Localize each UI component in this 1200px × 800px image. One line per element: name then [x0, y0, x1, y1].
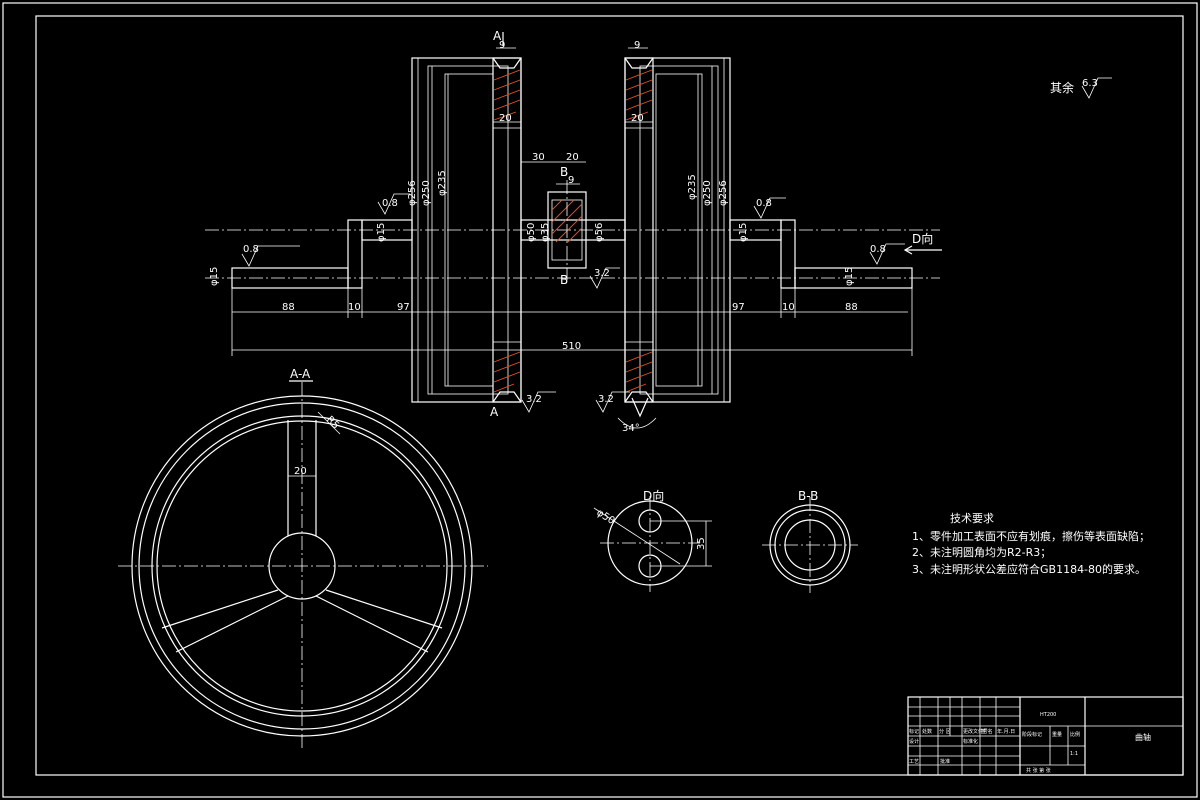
- dim-9-right: 9: [634, 40, 640, 51]
- dim-phi250-left: φ250: [421, 180, 432, 206]
- tb-design: 设计: [909, 738, 919, 745]
- tb-process: 工艺: [909, 759, 919, 765]
- tb-sheets: 共 张 第 张: [1026, 767, 1051, 774]
- dim-9-left: 9: [499, 40, 505, 51]
- tb-zone: 分 区: [939, 728, 951, 735]
- view-b-b-title: B-B: [798, 489, 818, 503]
- d-direction-view: D向 35 φ50: [593, 488, 712, 592]
- roughness-3-2-pin: 3.2: [594, 268, 610, 279]
- dim-88-left: 88: [282, 302, 295, 313]
- dim-phi250-right: φ250: [702, 180, 713, 206]
- tb-date: 年.月.日: [997, 728, 1015, 735]
- dim-phi256-left: φ256: [407, 180, 418, 206]
- tb-scale-value: 1:1: [1070, 751, 1078, 757]
- dim-10-right: 10: [782, 302, 795, 313]
- dim-angle: 34°: [622, 423, 640, 434]
- dim-97-right: 97: [732, 302, 745, 313]
- dim-35: 35: [696, 537, 707, 550]
- view-d-arrow-label: D向: [912, 231, 933, 246]
- roughness-0-8-right: 0.8: [756, 198, 772, 209]
- dim-phi50: φ50: [526, 223, 537, 242]
- dim-r5: R5: [324, 414, 341, 431]
- roughness-0-8-left-end: 0.8: [243, 244, 259, 255]
- tb-scale: 比例: [1070, 731, 1080, 738]
- section-a-bottom-label: A: [490, 405, 499, 419]
- dimension-lines: [231, 47, 913, 402]
- tech-item-2: 2、未注明圆角均为R2-R3；: [912, 545, 1051, 559]
- dim-10-left: 10: [348, 302, 361, 313]
- dim-phi50-d: φ50: [594, 507, 616, 527]
- section-b-top-label: B: [560, 165, 568, 179]
- section-a-top-label: A: [493, 29, 502, 43]
- roughness-3-2-left: 3.2: [526, 394, 542, 405]
- dim-510: 510: [562, 341, 581, 352]
- tb-stage: 阶段标记: [1022, 731, 1042, 738]
- dim-97-left: 97: [397, 302, 410, 313]
- roughness-0-8-left: 0.8: [382, 198, 398, 209]
- dim-phi35: φ35: [540, 223, 551, 242]
- tb-sign: 签 名: [981, 728, 993, 735]
- rim-hatching: [492, 57, 654, 403]
- tb-count: 处数: [922, 728, 932, 735]
- technical-requirements: 技术要求 1、零件加工表面不应有划痕，擦伤等表面缺陷； 2、未注明圆角均为R2-…: [912, 512, 1150, 576]
- dim-phi15-right-shoulder: φ15: [738, 223, 749, 242]
- title-block: 标记 处数 分 区 更改文件号 签 名 年.月.日 设计 标准化 阶段标记 重量…: [907, 696, 1184, 776]
- tb-change-doc: 更改文件号: [963, 728, 988, 735]
- tb-approve: 批准: [940, 758, 950, 765]
- dim-phi15-right: φ15: [844, 267, 855, 286]
- roughness-symbols: [241, 77, 1112, 413]
- tech-title: 技术要求: [950, 512, 994, 525]
- dim-phi256-right: φ256: [718, 180, 729, 206]
- roughness-3-2-right: 3.2: [598, 394, 614, 405]
- section-a-a-view: A-A 20 R5: [118, 367, 488, 750]
- dim-phi235-left: φ235: [437, 170, 448, 196]
- dim-phi15-left-shoulder: φ15: [376, 223, 387, 242]
- dim-phi15-left: φ15: [209, 267, 220, 286]
- dim-30: 30: [532, 152, 545, 163]
- tech-item-3: 3、未注明形状公差应符合GB1184-80的要求。: [912, 562, 1146, 576]
- tb-part-name: 曲轴: [1135, 732, 1151, 742]
- tb-standard: 标准化: [963, 738, 978, 745]
- tb-weight: 重量: [1052, 731, 1062, 738]
- dim-9-pin: 9: [568, 175, 574, 186]
- tb-mark: 标记: [909, 728, 919, 735]
- section-b-b-view: B-B: [762, 489, 858, 593]
- dim-20-spoke: 20: [294, 466, 307, 477]
- tb-material: HT200: [1040, 712, 1056, 718]
- view-a-a-title: A-A: [290, 367, 311, 381]
- roughness-0-8-right-end: 0.8: [870, 244, 886, 255]
- roughness-general-value: 6.3: [1082, 78, 1098, 89]
- dim-phi56: φ56: [594, 223, 605, 242]
- crankshaft-front-view: A A B B D向: [205, 29, 1112, 434]
- tech-item-1: 1、零件加工表面不应有划痕，擦伤等表面缺陷；: [912, 529, 1150, 543]
- dim-88-right: 88: [845, 302, 858, 313]
- roughness-general-label: 其余: [1050, 80, 1074, 95]
- view-d-title: D向: [643, 488, 664, 503]
- dim-20-left: 20: [499, 113, 512, 124]
- dim-20-right: 20: [631, 113, 644, 124]
- section-b-bottom-label: B: [560, 273, 568, 287]
- dim-phi235-right: φ235: [687, 174, 698, 200]
- dim-20-pin: 20: [566, 152, 579, 163]
